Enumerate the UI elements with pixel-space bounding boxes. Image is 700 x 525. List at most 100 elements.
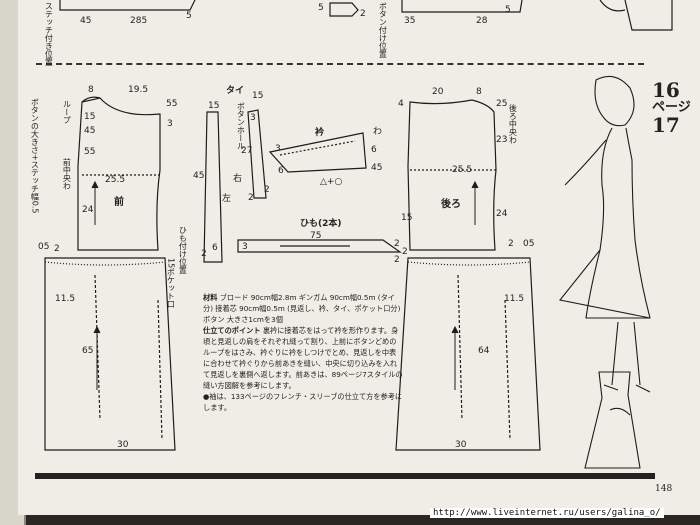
buttonhole-label: ボタンホール <box>236 102 246 150</box>
front-bodice-outline <box>77 97 161 251</box>
top-small-piece <box>329 2 359 17</box>
string-piece <box>237 239 402 253</box>
dim-label: 24 <box>82 205 94 215</box>
tie-piece-right <box>247 109 267 199</box>
tie-right-label: 右 <box>233 174 243 184</box>
dim-label: 2 <box>508 239 514 249</box>
dim-label: 8 <box>476 87 482 97</box>
dim-label: 2 <box>402 247 408 257</box>
dim-label: 2 <box>264 185 270 195</box>
dim-label: △+○ <box>320 177 343 187</box>
dim-label: 35 <box>404 16 416 26</box>
page-unit: ページ <box>652 100 691 115</box>
dim-label: 11.5 <box>504 294 525 304</box>
materials-heading: 材料 <box>203 293 218 302</box>
dim-label: 28 <box>476 16 488 26</box>
dim-label: 6 <box>278 166 284 176</box>
dim-label: 3 <box>275 144 281 154</box>
materials-paragraph: 材料 ブロード 90cm幅2.8m ギンガム 90cm幅0.5m (タイ分) 接… <box>203 292 403 325</box>
tie-title: タイ <box>226 86 245 96</box>
bottom-rule <box>35 473 655 479</box>
dim-label: 20 <box>432 87 444 97</box>
dim-label: 11.5 <box>55 294 76 304</box>
dim-label: 27 <box>241 146 253 156</box>
front-neck <box>81 96 101 103</box>
dim-label: 05 <box>523 239 535 249</box>
collar-title: 衿 <box>315 128 325 138</box>
dim-label: 15 <box>84 112 96 122</box>
folio-number: 148 <box>655 484 673 494</box>
dim-label: 5 <box>186 11 192 21</box>
dim-label: 45 <box>371 163 383 173</box>
page-number-2: 17 <box>652 112 680 137</box>
section-divider <box>36 63 644 65</box>
dim-label: 05 <box>38 242 50 252</box>
top-sketch <box>599 0 626 12</box>
dim-label: 3 <box>242 242 248 252</box>
string-position-label: ひも付け位置 <box>178 226 188 274</box>
dim-label: 25.5 <box>452 165 473 175</box>
small-dress-sketch <box>584 371 641 469</box>
dim-label: 30 <box>117 440 129 450</box>
dim-label: 15 <box>401 213 413 223</box>
watermark-url: http://www.liveinternet.ru/users/galina_… <box>430 508 664 518</box>
instructions: 材料 ブロード 90cm幅2.8m ギンガム 90cm幅0.5m (タイ分) 接… <box>203 292 403 413</box>
materials-body: ブロード 90cm幅2.8m ギンガム 90cm幅0.5m (タイ分) 接着芯 … <box>203 293 401 324</box>
dim-label: 24 <box>496 209 508 219</box>
dim-label: 15 <box>252 91 264 101</box>
tie-piece-left <box>203 111 223 263</box>
point-heading: 仕立てのポイント <box>203 326 261 335</box>
dim-label: 2 <box>394 239 400 249</box>
sleeve-note: ●袖は、133ページのフレンチ・スリーブの仕立て方を参考にします。 <box>203 392 403 412</box>
dim-label: 3 <box>250 113 256 123</box>
dim-label: 2 <box>248 193 254 203</box>
pattern-page-label: 16 ページ 17 <box>652 80 691 136</box>
stitch-position-label: ステッチ付き位置 <box>44 2 54 66</box>
dim-label: 2 <box>54 244 60 254</box>
back-center-fold-label: 後ろ中央わ <box>508 104 518 144</box>
fashion-illustration <box>559 75 651 469</box>
dim-label: 55 <box>84 147 96 157</box>
back-skirt-outline <box>395 257 541 451</box>
dim-label: 19.5 <box>128 85 149 95</box>
front-piece-name: 前 <box>114 197 124 208</box>
point-body: 裏衿に接着芯をはって衿を形作ります。身頃と見返しの肩をそれぞれ縫って割り、上前に… <box>203 326 403 390</box>
dim-label: 5 <box>318 3 324 13</box>
loop-label: ループ <box>62 100 72 124</box>
collar-piece <box>268 132 367 173</box>
front-center-fold-label: 前中央わ <box>62 158 72 190</box>
top-left-piece <box>59 0 196 11</box>
back-piece-name: 後ろ <box>441 199 461 210</box>
dim-label: 6 <box>212 243 218 253</box>
pocket-label: 15ポケット口 <box>166 258 176 309</box>
dim-label: 45 <box>193 171 205 181</box>
dim-label: 30 <box>455 440 467 450</box>
page-number: 16 <box>652 78 680 102</box>
front-skirt-outline <box>44 257 176 451</box>
point-paragraph: 仕立てのポイント 裏衿に接着芯をはって衿を形作ります。身頃と見返しの肩をそれぞれ… <box>203 325 403 391</box>
dim-label: 4 <box>398 99 404 109</box>
dim-label: 2 <box>360 9 366 19</box>
dim-label: 2 <box>394 255 400 265</box>
back-bodice-outline <box>407 99 497 251</box>
dim-label: 25 <box>496 99 508 109</box>
dim-label: 8 <box>88 85 94 95</box>
dim-label: 23 <box>496 135 508 145</box>
string-title: ひも(2本) <box>300 219 342 229</box>
collar-fold-label: わ <box>373 127 383 137</box>
dim-label: 45 <box>80 16 92 26</box>
dim-label: 15 <box>208 101 220 111</box>
top-right-piece <box>401 0 523 13</box>
dim-label: 5 <box>505 5 511 15</box>
dim-label: 6 <box>371 145 377 155</box>
dim-label: 2 <box>201 249 207 259</box>
dim-label: 25.5 <box>105 175 126 185</box>
dim-label: 75 <box>310 231 322 241</box>
dim-label: 65 <box>82 346 94 356</box>
button-position-label: ボタン付け位置 <box>378 2 388 58</box>
tie-left-label: 左 <box>222 194 232 204</box>
dim-label: 55 <box>166 99 178 109</box>
top-sketch-2 <box>624 0 673 31</box>
